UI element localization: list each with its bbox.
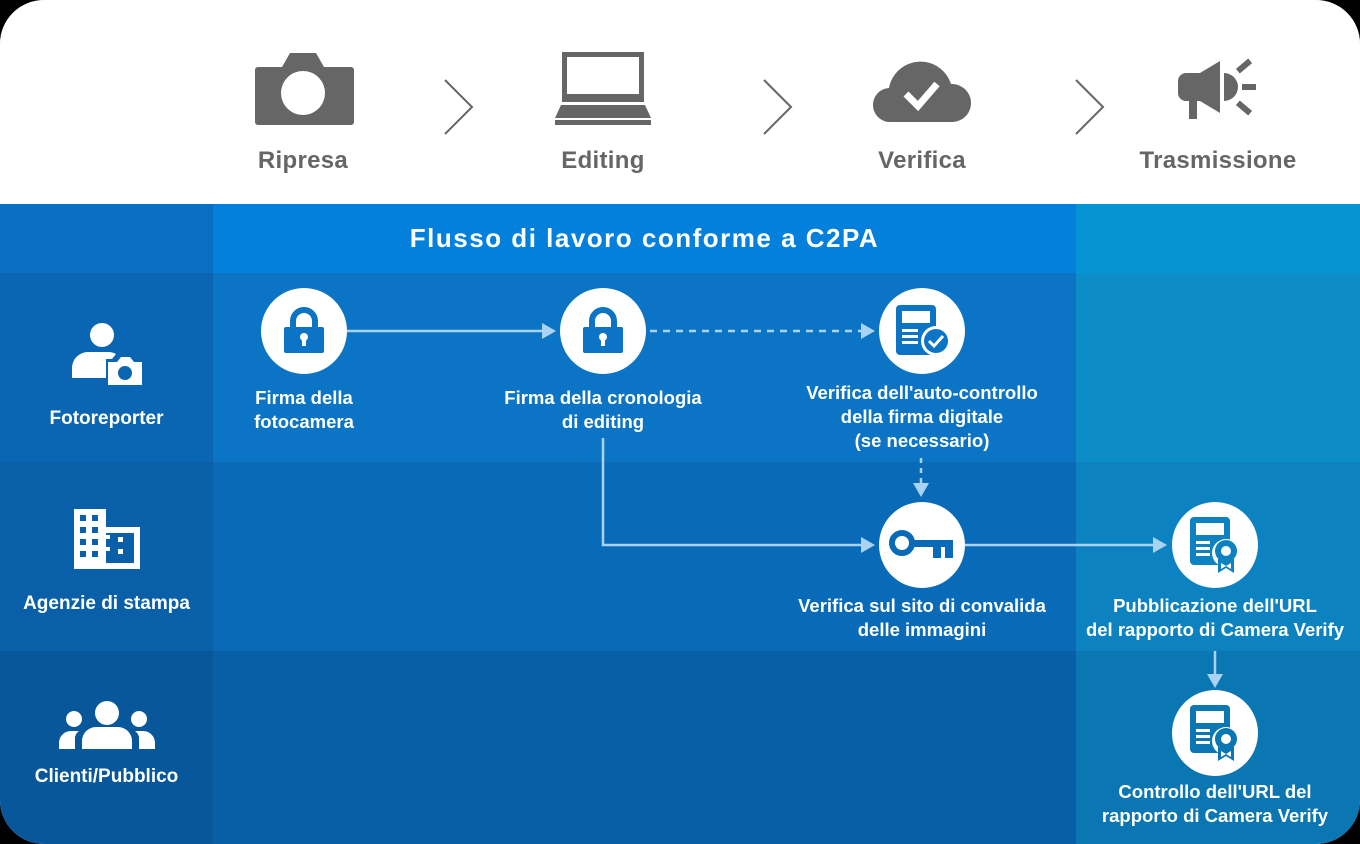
label-line: di editing [561, 411, 645, 432]
stage-editing: Editing [503, 40, 703, 175]
label-line: della firma digitale [840, 406, 1004, 427]
label-line: rapporto di Camera Verify [1101, 805, 1329, 826]
certificate-icon [1190, 517, 1240, 573]
row1-cell-left [0, 273, 213, 462]
photographer-icon [0, 322, 213, 386]
arrow-edit-to-validation [601, 438, 864, 547]
node-edit-history-signature [560, 288, 646, 374]
stages-band: Ripresa Editing Verifica Trasmissione [0, 0, 1360, 204]
cloud-check-icon [822, 40, 1022, 135]
label-line: Pubblicazione dell'URL [1113, 595, 1317, 616]
actor-label: Clienti/Pubblico [34, 766, 179, 787]
stage-label: Ripresa [257, 147, 349, 174]
stage-label: Trasmissione [1139, 147, 1297, 174]
node-validation-site [879, 502, 965, 588]
arrowhead [861, 323, 875, 339]
header-cell-right [1076, 204, 1360, 273]
arrowhead [542, 323, 556, 339]
actor-label: Agenzie di stampa [23, 593, 190, 614]
stage-verifica: Verifica [822, 40, 1022, 175]
lock-icon [583, 307, 623, 353]
node-label-camera-signature: Firma della fotocamera [224, 386, 384, 434]
workflow-title: Flusso di lavoro conforme a C2PA [409, 223, 880, 253]
node-label-self-check: Verifica dell'auto-controllo della firma… [780, 381, 1064, 453]
row1-cell-right [1076, 273, 1360, 462]
node-publish-url [1172, 502, 1258, 588]
label-line: Verifica dell'auto-controllo [806, 382, 1038, 403]
chevron-right-icon [444, 79, 474, 135]
label-line: del rapporto di Camera Verify [1085, 619, 1345, 640]
node-label-validation-site: Verifica sul sito di convalida delle imm… [770, 594, 1074, 642]
node-label-publish-url: Pubblicazione dell'URL del rapporto di C… [1076, 594, 1354, 642]
building-icon [0, 507, 213, 569]
actor-label: Fotoreporter [49, 408, 164, 429]
stage-trasmissione: Trasmissione [1118, 40, 1318, 175]
label-line: (se necessario) [854, 430, 990, 451]
megaphone-icon [1118, 40, 1318, 135]
document-check-icon [896, 305, 951, 356]
certificate-icon [1190, 705, 1240, 761]
arrowhead [1207, 674, 1223, 688]
header-cell-mid [213, 204, 1076, 273]
node-check-url [1172, 690, 1258, 776]
arrowhead [1153, 537, 1167, 553]
laptop-icon [503, 40, 703, 135]
header-cell-left [0, 204, 213, 273]
row3-cell-mid [213, 651, 1076, 844]
arrowhead [913, 483, 929, 497]
label-line: Firma della cronologia [504, 387, 702, 408]
node-label-edit-history: Firma della cronologia di editing [483, 386, 723, 434]
actor-agenzie: Agenzie di stampa [0, 507, 213, 615]
stage-label: Verifica [878, 147, 966, 174]
group-icon [0, 700, 213, 750]
label-line: Firma della [255, 387, 353, 408]
camera-icon [203, 40, 403, 135]
stage-ripresa: Ripresa [203, 40, 403, 175]
arrowhead [861, 537, 875, 553]
label-line: Controllo dell'URL del [1118, 781, 1312, 802]
actor-clienti: Clienti/Pubblico [0, 700, 213, 788]
node-self-check [879, 288, 965, 374]
node-label-check-url: Controllo dell'URL del rapporto di Camer… [1076, 780, 1354, 828]
actor-fotoreporter: Fotoreporter [0, 322, 213, 430]
stage-label: Editing [561, 147, 645, 174]
chevron-right-icon [763, 79, 793, 135]
label-line: delle immagini [857, 619, 987, 640]
lock-icon [284, 307, 324, 353]
node-camera-signature [261, 288, 347, 374]
chevron-right-icon [1075, 79, 1105, 135]
label-line: fotocamera [254, 411, 354, 432]
label-line: Verifica sul sito di convalida [798, 595, 1046, 616]
key-icon [889, 530, 953, 558]
